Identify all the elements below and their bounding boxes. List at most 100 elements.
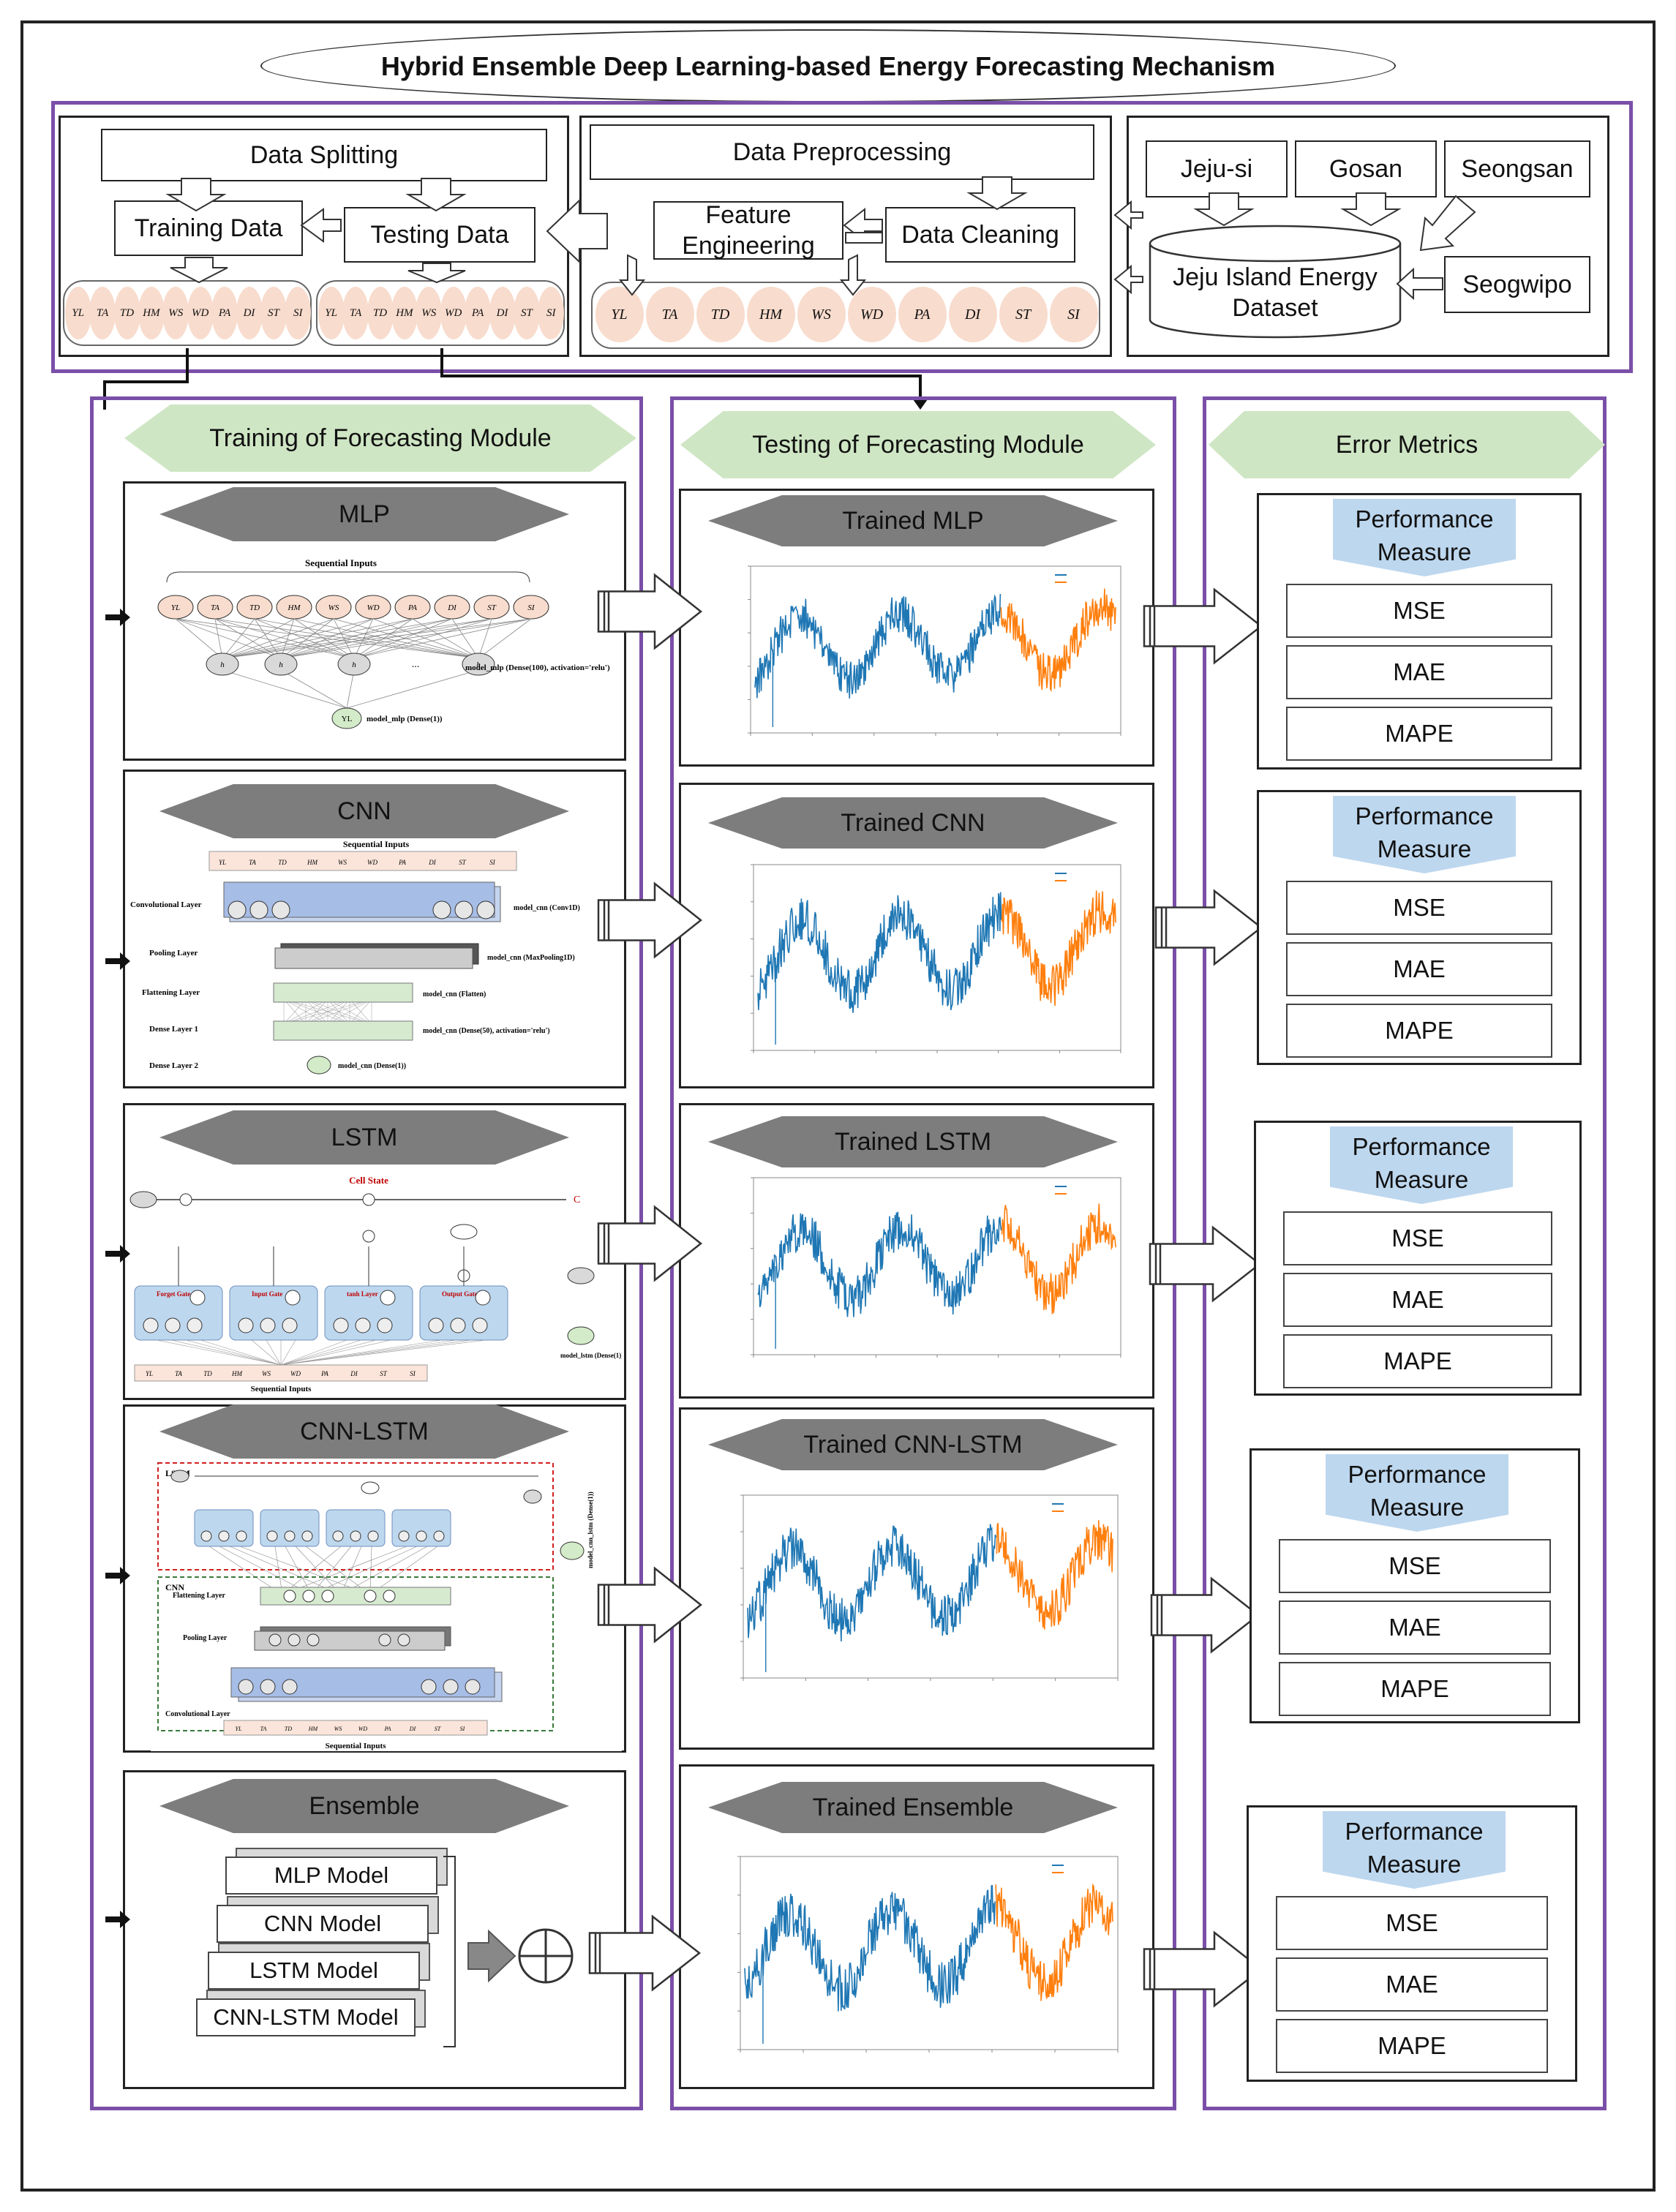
metric-mse-box: MSE (1279, 1539, 1551, 1593)
cnn-lstm-output-label: model_cnn_lstm (Dense(1)) (587, 1491, 594, 1568)
metric-mse-box: MSE (1286, 584, 1552, 638)
feature-pill: SI (1049, 287, 1098, 342)
cnn-lstm-input-node: PA (384, 1726, 391, 1732)
cnn-lstm-layer-label: Flattening Layer (173, 1592, 225, 1600)
trained-mlp-label: Trained MLP (708, 495, 1118, 546)
cnn-lstm-layer-label: Convolutional Layer (165, 1710, 230, 1718)
lstm-input-node: TD (203, 1370, 212, 1377)
outer-frame (20, 20, 1656, 2192)
cnn-lstm-input-node: YL (236, 1726, 242, 1732)
feature-pill: SI (285, 287, 312, 339)
cnn-lstm-input-node: ST (435, 1726, 441, 1732)
mlp-input-node: SI (527, 603, 536, 612)
feature-pill: PA (211, 287, 238, 339)
metric-mape-box: MAPE (1283, 1334, 1552, 1388)
data-splitting-title: Data Splitting (101, 129, 547, 181)
feature-engineering-box: Feature Engineering (653, 201, 843, 260)
metric-mse-box: MSE (1283, 1211, 1552, 1265)
trained-lstm-label: Trained LSTM (708, 1116, 1118, 1167)
data-cleaning-box: Data Cleaning (885, 207, 1075, 263)
lstm-input-node: SI (410, 1370, 416, 1377)
lstm-input-node: DI (350, 1370, 358, 1377)
data-preprocessing-title: Data Preprocessing (590, 124, 1094, 180)
mlp-input-node: DI (447, 603, 457, 612)
feature-pill: WS (162, 287, 189, 339)
svg-text:h: h (476, 661, 481, 669)
svg-text:h: h (279, 661, 283, 669)
feature-pill: TD (696, 287, 745, 342)
dataset-cylinder (1147, 223, 1403, 340)
lstm-inputs-label: Sequential Inputs (251, 1385, 312, 1393)
cnn-layer-label: Convolutional Layer (130, 900, 202, 909)
feature-pill: WD (440, 287, 467, 339)
metric-mae-box: MAE (1286, 645, 1552, 699)
ensemble-combine-arrow (467, 1928, 574, 1984)
lstm-architecture-figure: Cell State C model_lstm (Dense(1)) Forge… (127, 1173, 623, 1394)
testing-data-box: Testing Data (344, 207, 536, 263)
cnn-lstm-model-label: CNN-LSTM (159, 1404, 569, 1459)
cnn-lstm-input-node: HM (308, 1726, 319, 1732)
feature-pill: YL (317, 287, 345, 339)
ensemble-forecast-plot (707, 1846, 1131, 2076)
mlp-input-node: WD (367, 603, 379, 612)
feature-pill: ST (260, 287, 287, 339)
trained-cnn-lstm-label: Trained CNN-LSTM (708, 1419, 1118, 1470)
feature-pill: TD (113, 287, 140, 339)
mlp-hidden-label: model_mlp (Dense(100), activation='relu'… (465, 663, 610, 672)
mlp-inputs-label: Sequential Inputs (305, 557, 377, 568)
feature-pill: ST (999, 287, 1048, 342)
ensemble-bracket (443, 1856, 456, 2047)
feature-pill: DI (948, 287, 997, 342)
training-column-header: Training of Forecasting Module (124, 405, 636, 472)
cnn-layer-label: Dense Layer 2 (149, 1061, 199, 1070)
cnn-layer-label: Flattening Layer (142, 988, 200, 997)
cnn-layer-label: Pooling Layer (149, 949, 198, 958)
training-feed-arrows (105, 609, 130, 1928)
feature-pill: YL (64, 287, 91, 339)
feature-pill: WS (416, 287, 443, 339)
feature-pill: DI (489, 287, 516, 339)
feature-pill: PA (465, 287, 492, 339)
cnn-lstm-inputs-label: Sequential Inputs (326, 1742, 387, 1750)
lstm-forecast-plot (720, 1167, 1134, 1381)
feature-pill: WS (797, 287, 846, 342)
dataset-label: Jeju Island Energy Dataset (1173, 263, 1378, 323)
ensemble-component-box: LSTM Model (208, 1952, 420, 1990)
feature-pill: HM (746, 287, 795, 342)
lstm-input-node: YL (146, 1370, 153, 1377)
cnn-lstm-input-node: WS (334, 1726, 342, 1732)
cnn-input-node: SI (489, 859, 496, 866)
cnn-input-node: ST (459, 859, 467, 866)
lstm-input-node: HM (231, 1370, 242, 1377)
feature-pill: TA (645, 287, 694, 342)
source-seongsan: Seongsan (1444, 140, 1590, 198)
feature-pill: WD (847, 287, 896, 342)
cnn-input-node: YL (219, 859, 226, 866)
ensemble-component-box: CNN Model (217, 1905, 429, 1943)
lstm-model-label: LSTM (159, 1110, 569, 1165)
cnn-inputs-label: Sequential Inputs (343, 840, 410, 849)
performance-measure-label: Performance Measure (1323, 1811, 1506, 1889)
cnn-lstm-input-node: TD (285, 1726, 292, 1732)
lstm-input-node: ST (380, 1370, 388, 1377)
svg-text:YL: YL (342, 715, 353, 723)
mlp-input-node: ST (487, 603, 497, 612)
svg-text:h: h (220, 661, 225, 669)
trained-ensemble-label: Trained Ensemble (708, 1782, 1118, 1833)
cnn-lstm-input-node: TA (260, 1726, 267, 1732)
feature-pill: WD (187, 287, 214, 339)
mlp-input-node: YL (171, 603, 180, 612)
cnn-op-label: model_cnn (Dense(1)) (338, 1062, 406, 1070)
lstm-input-node: WS (262, 1370, 271, 1377)
feature-pill: HM (391, 287, 418, 339)
lstm-gate-label: Output Gate (442, 1290, 478, 1298)
cnn-layer-label: Dense Layer 1 (149, 1025, 198, 1034)
cnn-lstm-forecast-plot (710, 1485, 1131, 1704)
cnn-input-node: PA (398, 859, 406, 866)
lstm-input-node: PA (320, 1370, 328, 1377)
svg-text:C: C (574, 1195, 580, 1205)
svg-text:...: ... (412, 659, 420, 670)
metric-mae-box: MAE (1276, 1957, 1548, 2012)
